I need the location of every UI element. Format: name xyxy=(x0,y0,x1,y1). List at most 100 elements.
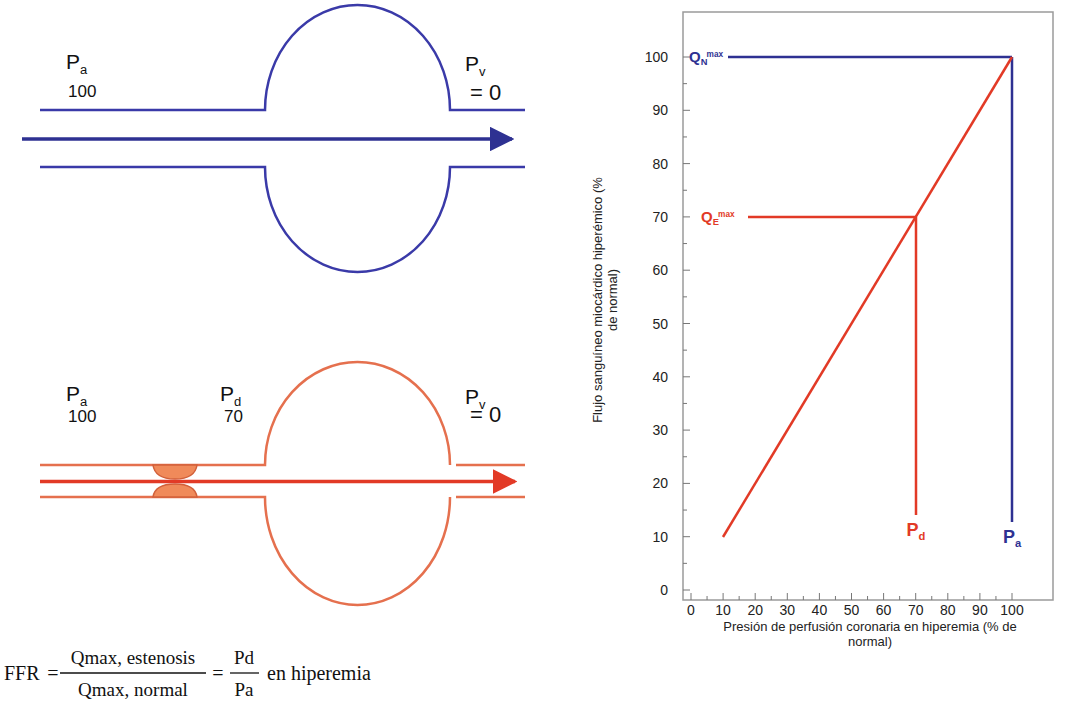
tick-mark xyxy=(1012,593,1013,600)
tick-mark xyxy=(963,596,964,600)
label-part: P xyxy=(465,52,479,75)
label-part: a xyxy=(80,62,87,77)
tick-mark xyxy=(683,456,687,457)
flow-label: QEmax xyxy=(701,208,735,225)
tick-label: 70 xyxy=(652,209,668,225)
pressure-value: 70 xyxy=(224,407,243,427)
formula-text: en hiperemia xyxy=(267,662,371,685)
axis-marker-label: Pd xyxy=(907,520,926,541)
flow-arrow xyxy=(22,137,512,141)
vessel-wall xyxy=(40,497,525,605)
tick-mark xyxy=(683,430,690,431)
tick-mark xyxy=(995,596,996,600)
formula-sign: = xyxy=(47,662,58,685)
tick-mark xyxy=(683,323,690,324)
pressure-label: Pa xyxy=(66,50,87,74)
label-part: P xyxy=(220,382,234,405)
tick-mark xyxy=(683,563,687,564)
flow-label: QNmax xyxy=(689,48,723,65)
label-part: d xyxy=(234,394,241,409)
tick-mark xyxy=(979,593,980,600)
pressure-value: 100 xyxy=(68,407,96,427)
label-part: Q xyxy=(689,48,701,65)
tick-mark xyxy=(683,536,690,537)
tick-mark xyxy=(771,596,772,600)
tick-mark xyxy=(683,216,690,217)
formula-numerator: Pd xyxy=(234,647,254,669)
formula-denominator: Pa xyxy=(235,679,254,701)
pa-guide-line xyxy=(1011,57,1014,522)
label-part: E xyxy=(713,218,719,228)
tick-mark xyxy=(819,593,820,600)
tick-label: 30 xyxy=(780,602,796,618)
chart-frame xyxy=(683,12,1053,600)
label-part: d xyxy=(919,530,926,542)
tick-mark xyxy=(683,350,687,351)
tick-mark xyxy=(707,596,708,600)
tick-mark xyxy=(683,110,690,111)
vessel-wall xyxy=(40,167,525,272)
tick-mark xyxy=(683,270,690,271)
tick-mark xyxy=(931,596,932,600)
vessel-wall xyxy=(40,362,525,465)
pressure-value: = 0 xyxy=(470,402,501,427)
tick-mark xyxy=(683,403,687,404)
label-part: v xyxy=(479,64,486,79)
formula-numerator: Qmax, estenosis xyxy=(71,647,196,669)
axis-title: Flujo sanguíneo miocárdico hiperémico (%… xyxy=(591,173,621,428)
tick-mark xyxy=(683,510,687,511)
tick-label: 50 xyxy=(844,602,860,618)
tick-mark xyxy=(867,596,868,600)
stenosis-plaque xyxy=(153,465,197,479)
tick-label: 60 xyxy=(652,262,668,278)
tick-label: 100 xyxy=(645,49,668,65)
label-part: a xyxy=(1015,537,1021,549)
label-part: P xyxy=(1003,527,1015,547)
pressure-flow-line xyxy=(723,57,1012,537)
pressure-label: Pd xyxy=(220,382,241,406)
fraction-bar xyxy=(60,672,206,673)
pd-guide-line xyxy=(915,217,918,515)
tick-label: 40 xyxy=(812,602,828,618)
pressure-value: 100 xyxy=(68,82,96,102)
tick-label: 90 xyxy=(972,602,988,618)
vessel-wall xyxy=(40,5,525,110)
tick-mark xyxy=(683,376,690,377)
tick-mark xyxy=(683,163,690,164)
label-part: P xyxy=(66,50,80,73)
tick-mark xyxy=(683,57,690,58)
label-part: max xyxy=(707,50,724,59)
tick-label: 90 xyxy=(652,102,668,118)
label-part: N xyxy=(701,58,708,68)
tick-label: 20 xyxy=(652,475,668,491)
tick-label: 30 xyxy=(652,422,668,438)
label-part: P xyxy=(907,520,919,540)
tick-mark xyxy=(915,593,916,600)
tick-mark xyxy=(683,136,687,137)
tick-label: 80 xyxy=(940,602,956,618)
tick-label: 70 xyxy=(908,602,924,618)
tick-mark xyxy=(683,243,687,244)
normal-max-flow-line xyxy=(728,56,1012,59)
tick-mark xyxy=(835,596,836,600)
fraction-bar xyxy=(230,672,259,673)
pressure-label: Pv xyxy=(465,52,486,76)
tick-label: 40 xyxy=(652,369,668,385)
tick-label: 20 xyxy=(747,602,763,618)
stenosis-max-flow-line xyxy=(748,216,916,219)
tick-mark xyxy=(683,296,687,297)
stenosis-plaque xyxy=(153,484,197,497)
tick-label: 60 xyxy=(876,602,892,618)
pressure-label: Pa xyxy=(66,382,87,406)
tick-marks xyxy=(683,57,1012,600)
label-part: P xyxy=(66,382,80,405)
formula-denominator: Qmax, normal xyxy=(78,679,188,701)
tick-mark xyxy=(683,190,687,191)
tick-mark xyxy=(787,593,788,600)
tick-mark xyxy=(691,593,692,600)
pressure-value: = 0 xyxy=(470,80,501,105)
tick-mark xyxy=(739,596,740,600)
tick-mark xyxy=(851,593,852,600)
